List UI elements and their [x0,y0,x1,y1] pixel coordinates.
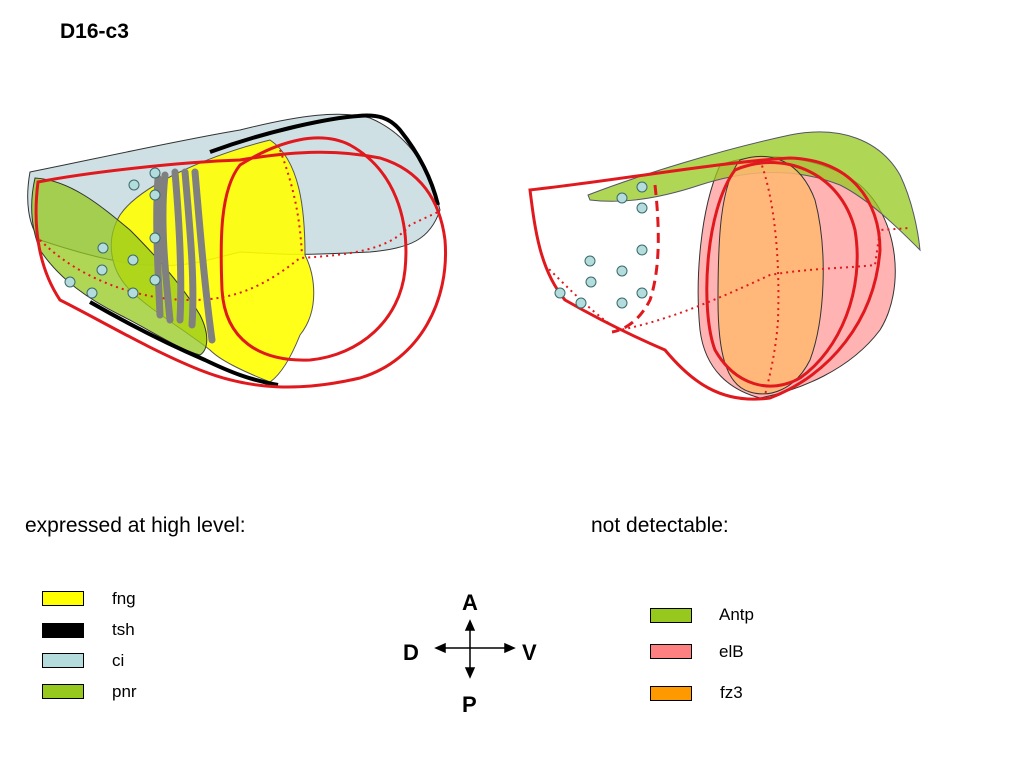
heading-not-detectable: not detectable: [591,514,729,537]
legend-label-fz3: fz3 [720,683,743,702]
left-dotted-line-2 [39,211,439,302]
arrow-left-icon [434,642,446,654]
legend-label-fng: fng [112,589,136,608]
axis-label-anterior: A [462,590,478,615]
right-fz3-region [717,155,824,395]
arrow-down-icon [464,667,476,679]
legend-swatch-fz3 [650,686,692,701]
axis-label-dorsal: D [403,640,419,665]
left-inner-outline [219,136,408,362]
left-tsh-line-top [209,113,440,206]
right-disc [528,131,921,401]
left-disc [27,113,448,389]
legend-swatch-fng [42,591,84,606]
left-tsh-line-bottom [89,300,279,387]
left-spots [64,167,161,299]
right-dotted-line-1 [544,227,911,332]
legend-swatch-elB [650,644,692,659]
legend-swatch-pnr [42,684,84,699]
left-dotted-line-1 [279,149,303,256]
legend-swatch-ci [42,653,84,668]
axis-arrows [434,619,516,679]
right-spots [554,181,648,309]
legend-label-Antp: Antp [719,605,754,624]
left-outer-outline [34,150,448,389]
arrow-up-icon [464,619,476,631]
legend-label-pnr: pnr [112,682,137,701]
right-Antp-region [587,131,921,252]
legend-label-ci: ci [112,651,125,670]
left-gray-stripes [153,168,216,344]
axis-label-posterior: P [462,692,477,717]
right-dashed-line [611,184,660,334]
legend-label-tsh: tsh [112,620,135,639]
arrow-right-icon [504,642,516,654]
legend-label-elB: elB [719,642,744,661]
heading-expressed-high: expressed at high level: [25,514,246,537]
axis-label-ventral: V [522,640,537,665]
right-inner-outline [705,161,859,388]
right-outer-outline [528,156,882,401]
legend-swatch-Antp [650,608,692,623]
page-title: D16-c3 [60,20,129,43]
legend-swatch-tsh [42,623,84,638]
